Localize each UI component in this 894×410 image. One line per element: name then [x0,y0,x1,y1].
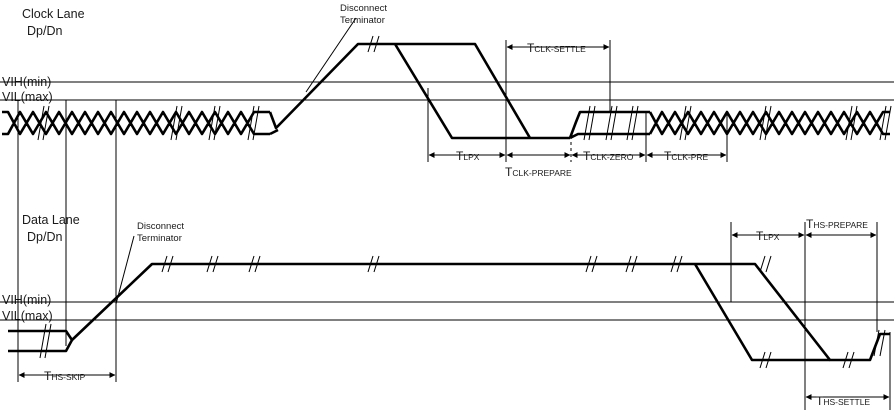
data-lane-subtitle: Dp/Dn [27,230,62,244]
data-disconnect-label: Disconnect [137,221,184,232]
data-terminator-label: Terminator [137,233,182,244]
clock-hs-start [568,110,650,140]
hs-prepare-label: THS-PREPARE [806,217,868,231]
clk-zero-label: TCLK-ZERO [583,149,634,163]
clock-lane: Clock Lane Dp/Dn VIH(min) VIL(max) Disco… [0,3,894,179]
clk-pre-label: TCLK-PRE [664,149,709,163]
clock-lp11-transition [268,42,570,140]
data-signal-upper [8,262,890,362]
data-lane-title: Data Lane [22,213,80,227]
clk-settle-label: TCLK-SETTLE [527,41,586,55]
clock-tlpx-label: TLPX [456,149,480,163]
clk-prepare-label: TCLK-PREPARE [505,165,572,179]
data-tlpx-label: TLPX [756,229,780,243]
data-disconnect-pointer [115,235,135,305]
clock-lane-title: Clock Lane [22,7,85,21]
clock-break-top [367,35,380,53]
clock-break-marks-right [679,105,892,141]
data-lane: Data Lane Dp/Dn VIH(min) VIL(max) Discon… [0,100,894,410]
clock-disconnect-label: Disconnect [340,3,387,14]
clock-disconnect-pointer [305,17,357,93]
hs-skip-label: THS-SKIP [44,369,86,383]
hs-settle-label: THS-SETTLE [816,394,870,408]
data-signal-lower [8,263,830,362]
clock-terminator-label: Terminator [340,15,385,26]
data-vil-label: VIL(max) [2,309,53,323]
clock-break-mid [583,105,639,141]
clock-lp-toggle-left [2,110,270,136]
data-break-marks [39,255,886,369]
data-vih-label: VIH(min) [2,293,51,307]
clock-break-marks-left [37,105,260,141]
clock-vil-label: VIL(max) [2,90,53,104]
clock-lane-subtitle: Dp/Dn [27,24,62,38]
